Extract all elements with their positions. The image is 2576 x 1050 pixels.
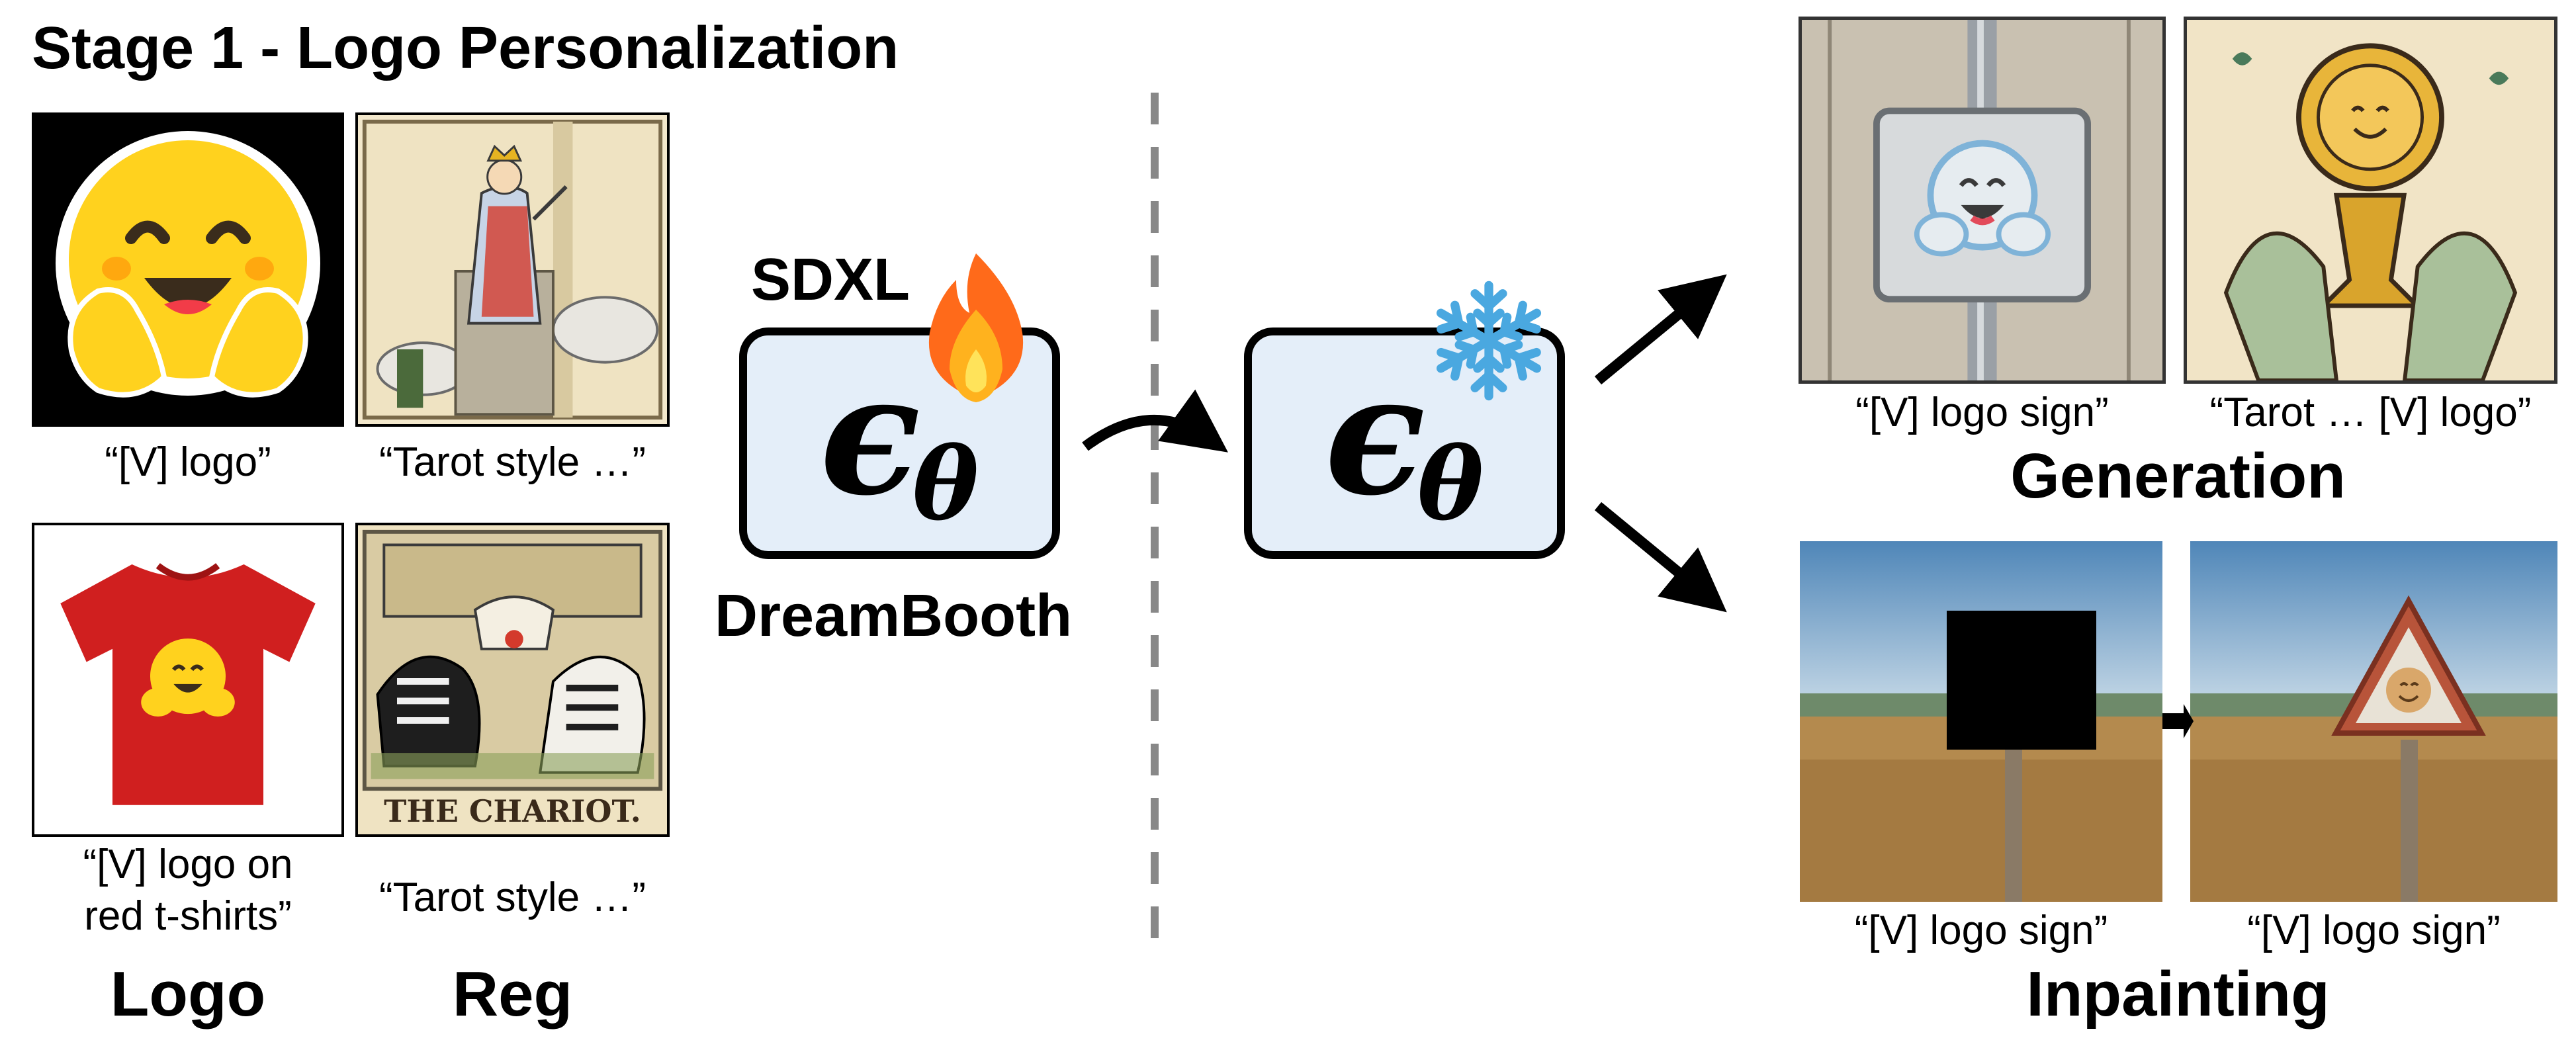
logo-column-label: Logo	[110, 959, 266, 1029]
theta-subscript-frozen: θ	[1417, 426, 1484, 543]
inpainting-label: Inpainting	[2026, 959, 2330, 1029]
logo-caption-1: “[V] logo”	[105, 439, 271, 485]
snowflake-icon	[1426, 281, 1552, 410]
tarot-card-illustration	[362, 119, 663, 420]
theta-subscript: θ	[912, 426, 979, 543]
reg-caption-1: “Tarot style …”	[378, 439, 646, 485]
logo-caption-2-line-1: “[V] logo on	[83, 842, 293, 887]
epsilon-symbol: ϵ	[820, 337, 921, 532]
fire-icon	[928, 253, 1024, 402]
logo-caption-2: “[V] logo on red t-shirts”	[32, 839, 344, 941]
inpainted-sign-illustration	[2190, 541, 2557, 902]
logo-image	[32, 112, 344, 427]
tarot-chariot-image: THE CHARIOT.	[355, 523, 670, 837]
tarot-queen-image	[355, 112, 670, 427]
train-to-frozen-arrow	[1082, 389, 1228, 453]
tarot-cup-illustration	[2187, 20, 2554, 380]
to-generation-arrow	[1594, 274, 1727, 385]
dreambooth-label: DreamBooth	[715, 583, 1073, 649]
tshirt-image	[32, 523, 344, 837]
inpainting-caption-2: “[V] logo sign”	[2247, 908, 2501, 953]
reg-column-label: Reg	[452, 959, 573, 1029]
chariot-card-title: THE CHARIOT.	[384, 793, 641, 829]
stage-title: Stage 1 - Logo Personalization	[32, 15, 899, 81]
inpainting-masked-image	[1800, 541, 2162, 902]
inpainting-caption-1: “[V] logo sign”	[1854, 908, 2108, 953]
generation-tarot-image	[2184, 17, 2557, 384]
chariot-card-illustration	[362, 529, 663, 791]
generation-sign-image	[1799, 17, 2166, 384]
sign-on-pole-illustration	[1802, 20, 2162, 380]
hugging-face-icon	[56, 131, 320, 398]
tshirt-icon	[60, 563, 316, 805]
generation-label: Generation	[2010, 441, 2346, 511]
reg-caption-2: “Tarot style …”	[378, 875, 646, 920]
inpainting-result-image	[2190, 541, 2557, 902]
generation-caption-1: “[V] logo sign”	[1855, 390, 2109, 435]
epsilon-symbol-frozen: ϵ	[1325, 337, 1426, 532]
logo-caption-2-line-2: red t-shirts”	[84, 893, 292, 939]
generation-caption-2: “Tarot … [V] logo”	[2209, 390, 2532, 435]
inpaint-transition-arrow	[2162, 704, 2194, 738]
masked-field-illustration	[1800, 541, 2162, 902]
sdxl-label: SDXL	[751, 247, 910, 313]
to-inpainting-arrow	[1594, 502, 1727, 613]
